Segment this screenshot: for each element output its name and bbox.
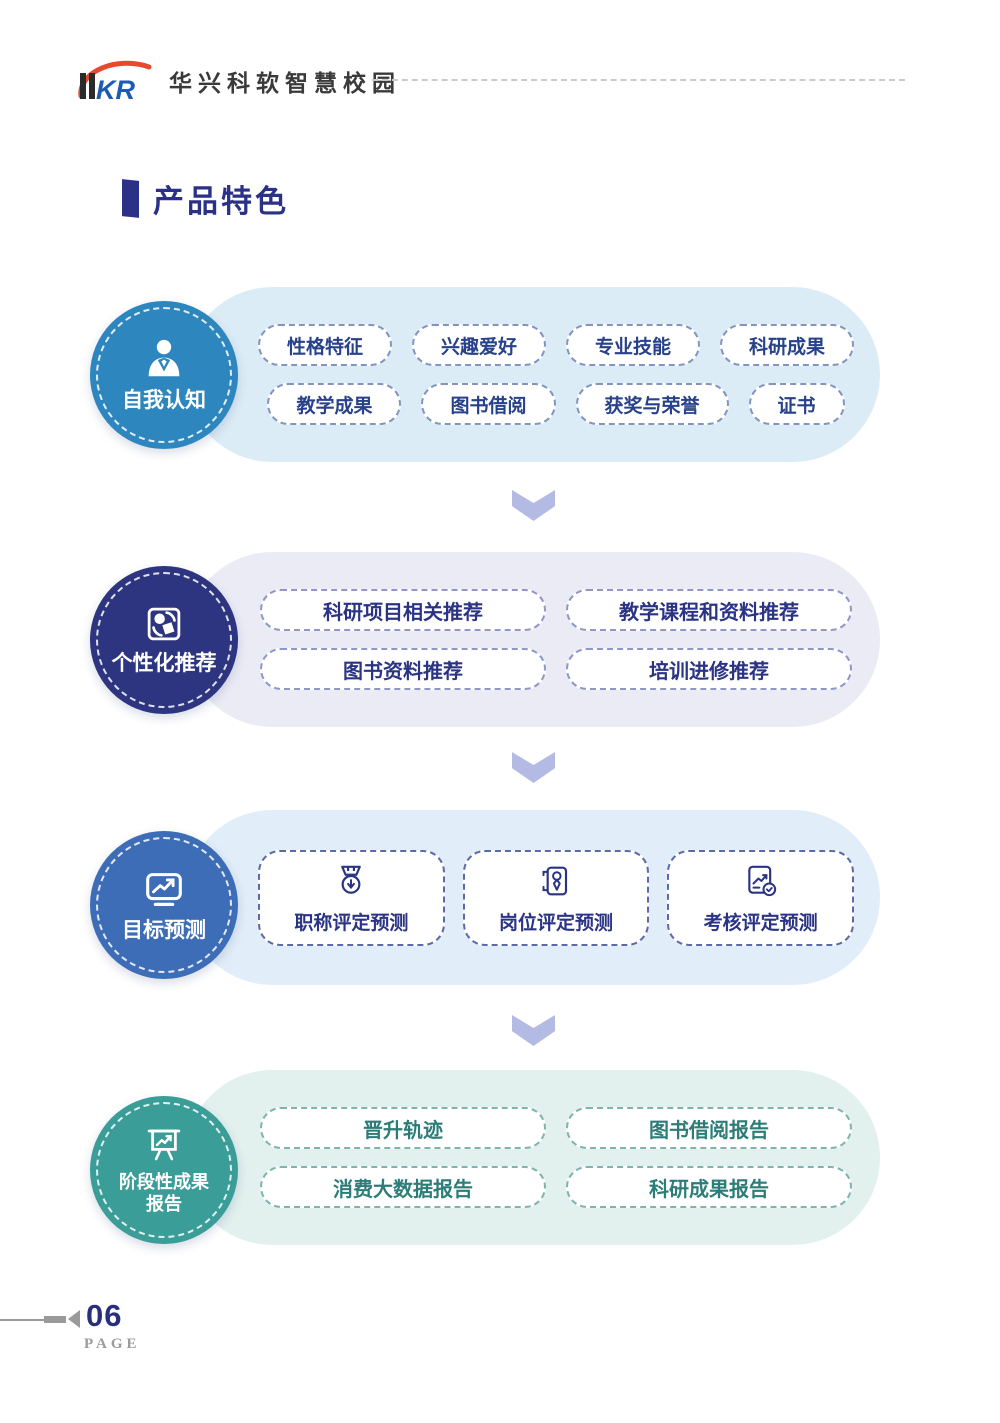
- footer-line-segment: [44, 1316, 66, 1323]
- feature-pill: 培训进修推荐: [566, 648, 852, 690]
- header: KR 华兴科软智慧校园: [75, 56, 401, 106]
- header-dashed-divider: [372, 79, 905, 81]
- feature-pill: 教学成果: [267, 383, 402, 425]
- circle-stage-report: 阶段性成果报告: [90, 1096, 238, 1244]
- feature-pill: 消费大数据报告: [260, 1166, 546, 1208]
- pill-row: 性格特征 兴趣爱好 专业技能 科研成果: [257, 324, 855, 366]
- chevron-down-icon: [512, 490, 555, 521]
- feature-pill: 性格特征: [257, 324, 392, 366]
- user-icon: [148, 340, 180, 377]
- feature-pill: 获奖与荣誉: [575, 383, 729, 425]
- circle-goal-prediction: 目标预测: [90, 831, 238, 979]
- circle-label: 自我认知: [122, 389, 206, 413]
- feature-pill: 晋升轨迹: [260, 1107, 546, 1149]
- section-personalized-recommendation-content: 科研项目相关推荐 教学课程和资料推荐 图书资料推荐 培训进修推荐: [258, 552, 854, 727]
- section-personalized-recommendation: 科研项目相关推荐 教学课程和资料推荐 图书资料推荐 培训进修推荐: [185, 552, 880, 727]
- circle-label: 目标预测: [122, 919, 206, 943]
- card-row: 职称评定预测 岗位评定预测: [258, 849, 855, 946]
- section-goal-prediction-content: 职称评定预测 岗位评定预测: [258, 810, 855, 985]
- chart-check-icon: [747, 865, 776, 896]
- feature-pill: 科研项目相关推荐: [260, 589, 546, 631]
- trend-board-icon: [146, 873, 182, 907]
- footer-line: [0, 1319, 44, 1321]
- section-self-awareness-content: 性格特征 兴趣爱好 专业技能 科研成果 教学成果 图书借阅 获奖与荣誉 证书: [257, 287, 855, 462]
- feature-pill: 专业技能: [566, 324, 701, 366]
- svg-text:KR: KR: [96, 75, 135, 105]
- card-label: 考核评定预测: [703, 912, 818, 934]
- chevron-down-icon: [512, 1015, 555, 1046]
- sync-items-icon: [147, 607, 181, 641]
- circle-self-awareness: 自我认知: [90, 301, 238, 449]
- feature-pill: 图书资料推荐: [260, 648, 546, 690]
- title-accent-bar: [122, 179, 139, 218]
- prediction-card: 考核评定预测: [667, 849, 855, 946]
- circle-personalized-recommendation: 个性化推荐: [90, 566, 238, 714]
- page-label: PAGE: [84, 1336, 141, 1352]
- feature-pill: 图书借阅报告: [566, 1107, 852, 1149]
- circle-label: 阶段性成果报告: [119, 1172, 209, 1214]
- feature-pill: 图书借阅: [421, 383, 556, 425]
- pill-row: 图书资料推荐 培训进修推荐: [258, 648, 854, 690]
- page-number: 06: [86, 1298, 123, 1333]
- feature-pill: 证书: [748, 383, 845, 425]
- section-goal-prediction: 职称评定预测 岗位评定预测: [185, 810, 880, 985]
- feature-pill: 科研成果: [720, 324, 855, 366]
- medal-icon: [341, 865, 362, 894]
- pill-row: 科研项目相关推荐 教学课程和资料推荐: [258, 589, 854, 631]
- section-stage-report: 晋升轨迹 图书借阅报告 消费大数据报告 科研成果报告: [185, 1070, 880, 1245]
- pill-row: 教学成果 图书借阅 获奖与荣誉 证书: [258, 383, 854, 425]
- section-stage-report-content: 晋升轨迹 图书借阅报告 消费大数据报告 科研成果报告: [258, 1070, 854, 1245]
- prediction-card: 岗位评定预测: [462, 849, 650, 946]
- prediction-card: 职称评定预测: [258, 849, 445, 946]
- section-self-awareness: 性格特征 兴趣爱好 专业技能 科研成果 教学成果 图书借阅 获奖与荣誉 证书: [185, 287, 880, 462]
- chevron-down-icon: [512, 752, 555, 783]
- card-label: 岗位评定预测: [499, 912, 614, 934]
- page-title: 产品特色: [153, 184, 289, 219]
- brand-name: 华兴科软智慧校园: [169, 70, 401, 96]
- pill-row: 晋升轨迹 图书借阅报告: [258, 1107, 854, 1149]
- pill-row: 消费大数据报告 科研成果报告: [258, 1166, 854, 1208]
- footer-arrow-icon: [68, 1310, 80, 1328]
- feature-pill: 兴趣爱好: [411, 324, 546, 366]
- feature-pill: 教学课程和资料推荐: [566, 589, 852, 631]
- card-label: 职称评定预测: [294, 912, 409, 934]
- section-title-block: 产品特色: [122, 176, 289, 221]
- presentation-chart-icon: [147, 1129, 181, 1161]
- circle-label: 个性化推荐: [111, 652, 217, 676]
- feature-pill: 科研成果报告: [566, 1166, 852, 1208]
- hkr-logo-icon: KR: [78, 60, 152, 105]
- badge-tie-icon: [542, 866, 568, 895]
